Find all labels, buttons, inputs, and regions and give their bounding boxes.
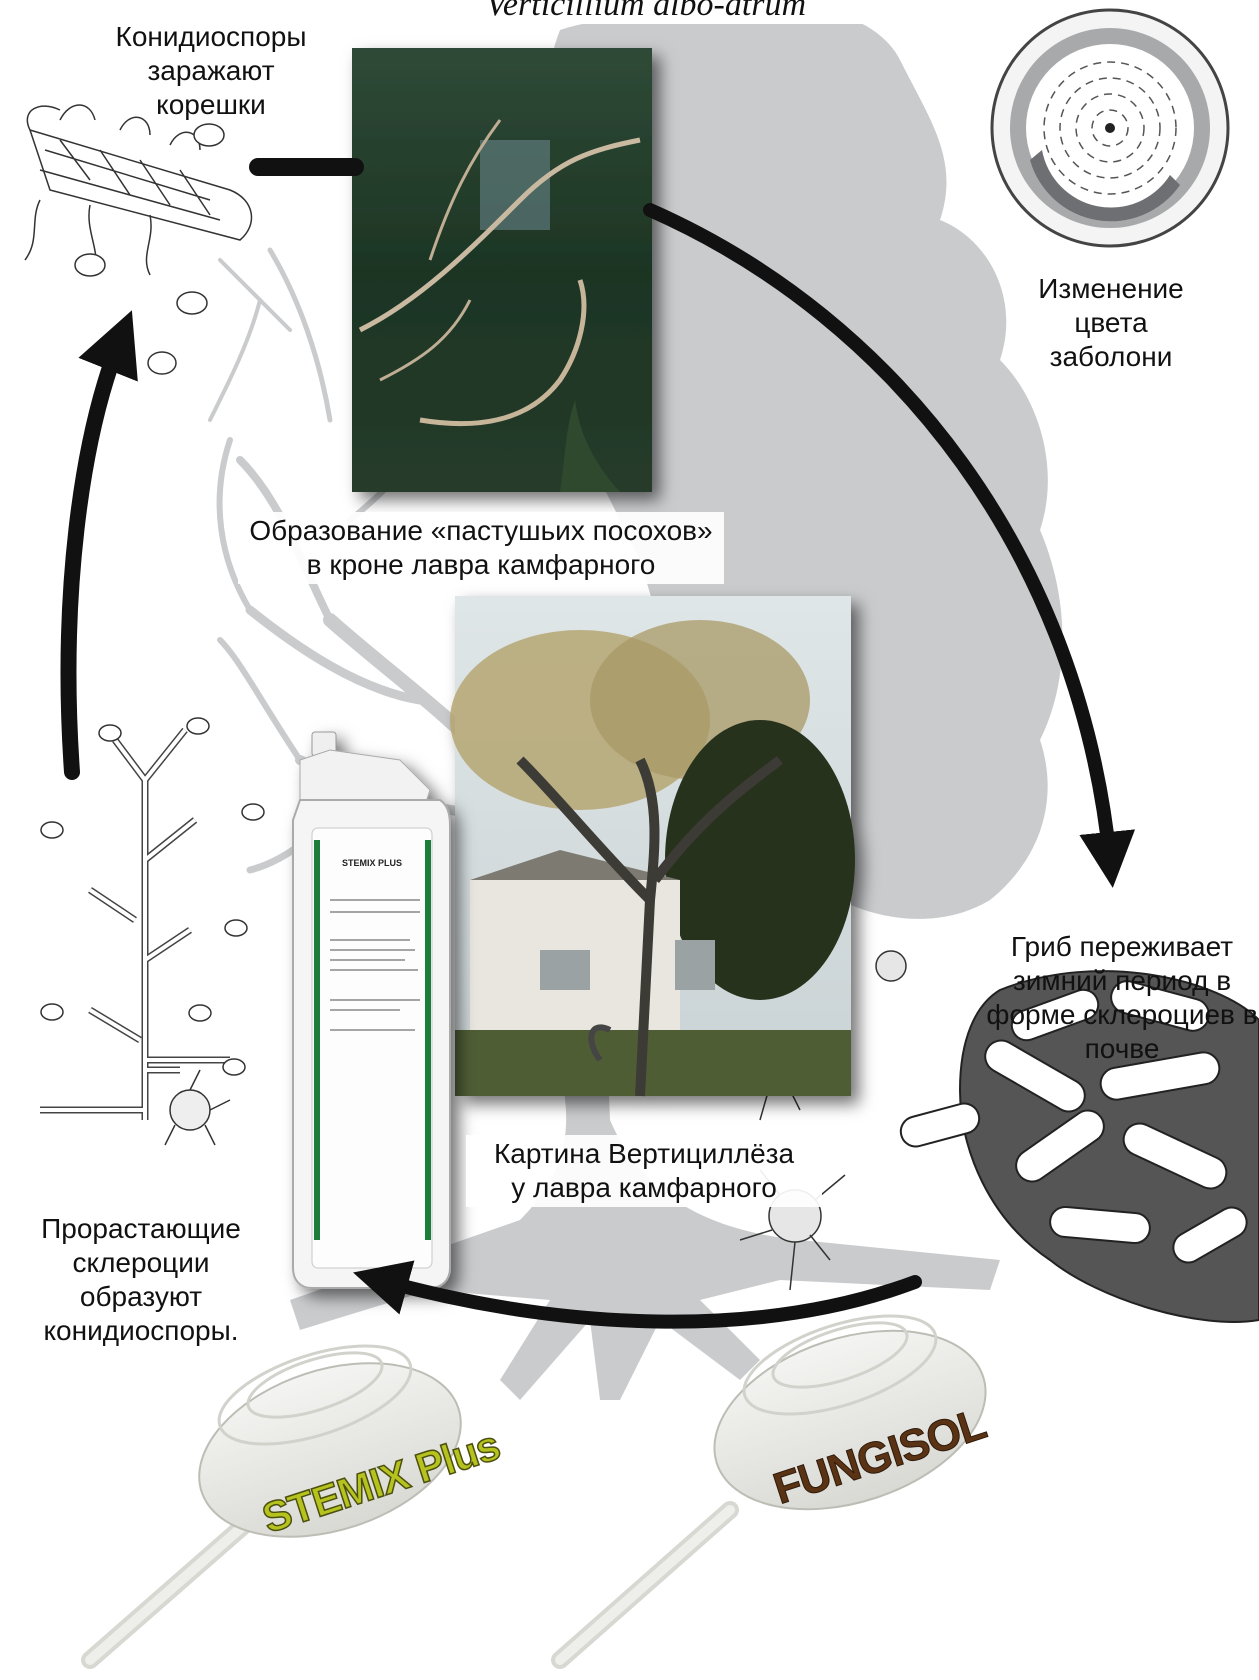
label-wilt-picture: Картина Вертициллёза у лавра камфарного xyxy=(466,1135,822,1207)
jug-label-text: STEMIX PLUS xyxy=(341,858,402,868)
arrow-soil-to-germination xyxy=(353,1260,922,1329)
sclerotia-mass xyxy=(899,970,1259,1323)
tree-silhouette xyxy=(290,7,1063,1400)
label-conidia-infect-roots: Конидиоспоры заражают корешки xyxy=(115,21,307,120)
label-overwinter-sclerotia: Гриб переживает зимний период в форме ск… xyxy=(986,931,1258,1064)
stemix-jug xyxy=(292,731,451,1289)
photo-shepherd-crooks xyxy=(352,48,652,492)
cap-fungisol xyxy=(551,1314,987,1669)
arrow-crown-to-soil xyxy=(643,203,1136,888)
photo-wilt-tree xyxy=(450,596,855,1097)
sapwood-cross-section xyxy=(990,8,1230,248)
cycle-arrows xyxy=(60,158,1136,1329)
label-sapwood-discoloration: Изменение цвета заболони xyxy=(1038,273,1184,372)
arrow-germination-to-roots xyxy=(60,310,138,780)
conidiophore-drawing xyxy=(40,717,265,1146)
label-shepherd-crooks: Образование «пастушьих посохов» в кроне … xyxy=(238,512,724,584)
label-germinating-sclerotia: Прорастающие склероции образуют конидиос… xyxy=(41,1213,241,1346)
cap-stemix xyxy=(81,1344,462,1669)
infected-root-drawing xyxy=(24,104,253,375)
diagram-title: Verticillium albo-atrum xyxy=(380,0,912,24)
